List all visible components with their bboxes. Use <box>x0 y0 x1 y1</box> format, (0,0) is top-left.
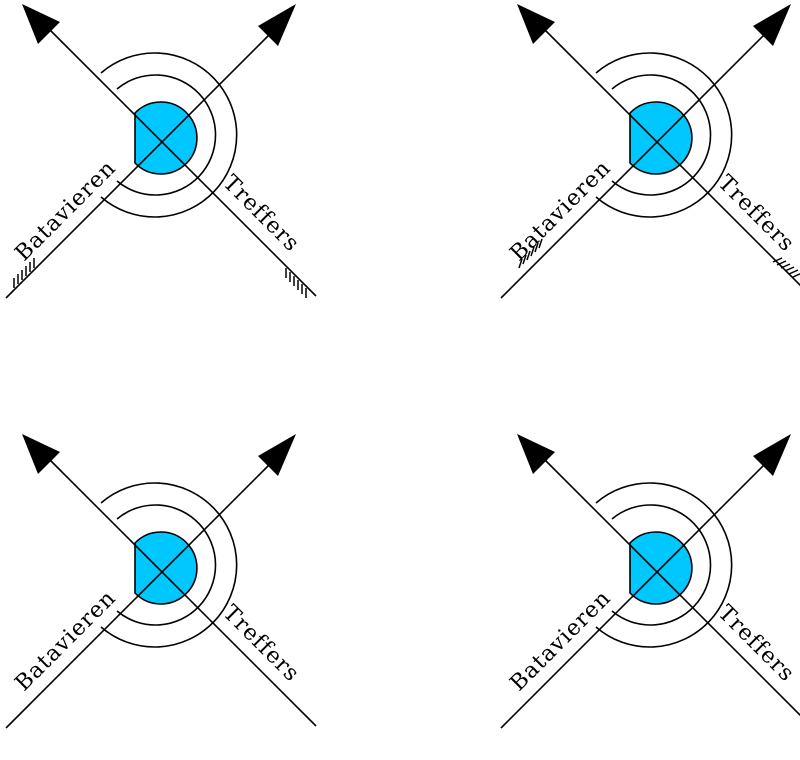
logo-variant-4: Batavieren Treffers <box>495 430 800 760</box>
left-word: Batavieren <box>11 156 122 267</box>
arrow-icon <box>5 4 296 299</box>
left-word: Batavieren <box>506 156 617 267</box>
logo-variant-2: Batavieren Treffers <box>495 0 800 330</box>
arrow-icon <box>500 4 791 299</box>
arrow-icon <box>517 434 800 717</box>
right-word: Treffers <box>218 171 304 257</box>
arrow-icon <box>22 4 317 297</box>
fletching-icon <box>13 258 307 298</box>
arrow-icon <box>22 434 317 727</box>
right-word: Treffers <box>713 601 799 687</box>
fletching-icon <box>518 238 800 278</box>
logo-variant-3: Batavieren Treffers <box>0 430 330 760</box>
arrow-icon <box>5 434 296 729</box>
right-word: Treffers <box>713 171 799 257</box>
logo-variant-1: Batavieren Treffers <box>0 0 330 330</box>
left-word: Batavieren <box>11 586 122 697</box>
arrow-icon <box>500 434 791 729</box>
left-word: Batavieren <box>506 586 617 697</box>
right-word: Treffers <box>218 601 304 687</box>
arrow-icon <box>517 4 800 287</box>
